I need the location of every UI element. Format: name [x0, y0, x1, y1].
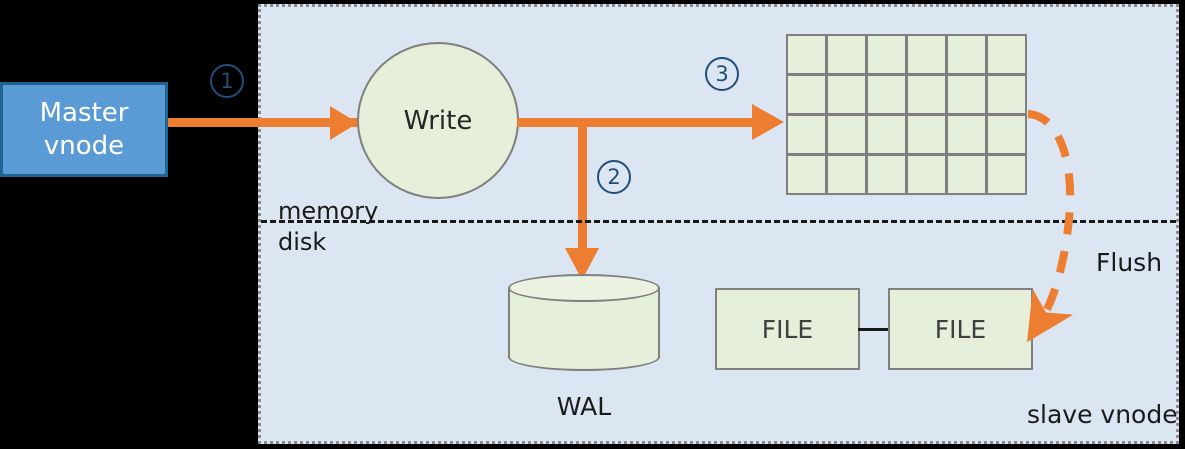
grid-cell — [947, 75, 986, 114]
grid-cell — [987, 36, 1025, 74]
grid-cell — [788, 36, 826, 74]
file-box-1[interactable]: FILE — [715, 288, 860, 370]
grid-cell — [867, 36, 906, 74]
grid-cell — [827, 115, 866, 154]
grid-cell — [827, 36, 866, 74]
in-memory-table-grid — [786, 34, 1027, 195]
slave-vnode-label: slave vnode — [1027, 400, 1178, 429]
grid-cell — [947, 36, 986, 74]
file-box-2[interactable]: FILE — [888, 288, 1033, 370]
grid-cell — [827, 155, 866, 193]
grid-cell — [867, 155, 906, 193]
master-vnode-label-line1: Master — [39, 98, 129, 128]
grid-cell — [907, 36, 946, 74]
grid-cell — [987, 115, 1025, 154]
write-node[interactable]: Write — [357, 42, 519, 199]
step-marker-3: 3 — [705, 57, 739, 91]
wal-cylinder[interactable] — [508, 274, 660, 371]
arrow-write-to-memtable-head-icon — [752, 104, 784, 140]
step-marker-2: 2 — [597, 160, 631, 194]
grid-cell — [987, 75, 1025, 114]
grid-cell — [867, 75, 906, 114]
arrow-write-to-wal-shaft — [578, 118, 587, 255]
grid-cell — [867, 115, 906, 154]
grid-cell — [947, 155, 986, 193]
wal-label: WAL — [556, 392, 612, 421]
write-node-label: Write — [403, 105, 473, 136]
grid-cell — [947, 115, 986, 154]
flush-label: Flush — [1096, 248, 1163, 277]
master-vnode-label-line2: vnode — [43, 130, 125, 161]
arrow-write-to-memtable-shaft — [517, 118, 762, 127]
file-box-1-label: FILE — [761, 314, 814, 344]
file-connector-line — [858, 328, 890, 331]
arrow-master-to-write-head-icon — [330, 106, 358, 140]
grid-cell — [987, 155, 1025, 193]
wal-cylinder-top — [508, 274, 660, 302]
memory-disk-divider — [261, 220, 1176, 223]
arrow-master-to-write-shaft — [168, 118, 358, 127]
grid-cell — [788, 155, 826, 193]
disk-label: disk — [278, 228, 327, 256]
grid-cell — [907, 115, 946, 154]
file-box-2-label: FILE — [934, 314, 987, 344]
grid-cell — [827, 75, 866, 114]
step-marker-1: 1 — [210, 64, 244, 98]
grid-cell — [788, 75, 826, 114]
grid-cell — [907, 75, 946, 114]
grid-cell — [788, 115, 826, 154]
grid-cell — [907, 155, 946, 193]
master-vnode-box[interactable]: Master vnode — [0, 82, 168, 177]
